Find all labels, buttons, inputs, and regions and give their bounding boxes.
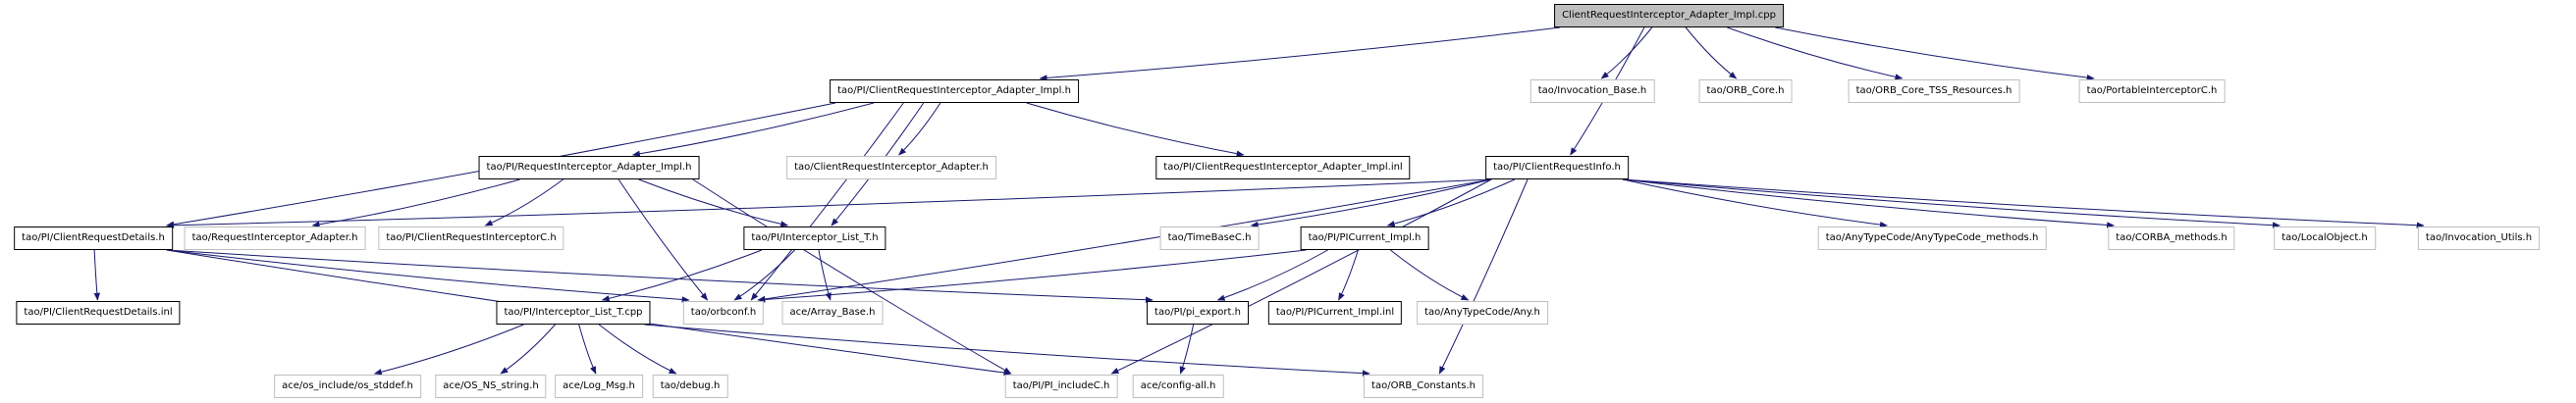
node-tao-anytypecode-anytypecode-methods-h: tao/AnyTypeCode/AnyTypeCode_methods.h [1817,227,2047,250]
node-tao-portableinterceptorc-h: tao/PortableInterceptorC.h [2078,79,2226,103]
node-tao-timebasec-h: tao/TimeBaseC.h [1159,227,1260,250]
node-ace-array-base-h: ace/Array_Base.h [781,301,884,325]
node-tao-orbconf-h: tao/orbconf.h [682,301,765,325]
node-ace-config-all-h: ace/config-all.h [1132,375,1224,398]
node-ace-os-ns-string-h: ace/OS_NS_string.h [435,375,547,398]
node-tao-orb-constants-h: tao/ORB_Constants.h [1364,375,1483,398]
node-tao-invocation-utils-h: tao/Invocation_Utils.h [2417,227,2541,250]
node-tao-pi-pi-export-h[interactable]: tao/PI/pi_export.h [1147,301,1249,325]
node-tao-requestinterceptor-adapter-h: tao/RequestInterceptor_Adapter.h [184,227,366,250]
node-tao-debug-h: tao/debug.h [652,375,728,398]
node-tao-pi-clientrequestinfo-h[interactable]: tao/PI/ClientRequestInfo.h [1485,156,1629,179]
node-tao-orb-core-h: tao/ORB_Core.h [1698,79,1793,103]
node-tao-clientrequestinterceptor-adapter-h: tao/ClientRequestInterceptor_Adapter.h [786,156,996,179]
node-tao-pi-clientrequestdetails-h[interactable]: tao/PI/ClientRequestDetails.h [14,227,173,250]
node-tao-anytypecode-any-h: tao/AnyTypeCode/Any.h [1417,301,1548,325]
node-tao-corba-methods-h: tao/CORBA_methods.h [2108,227,2235,250]
node-tao-pi-clientrequestdetails-inl[interactable]: tao/PI/ClientRequestDetails.inl [16,301,181,325]
node-tao-pi-picurrent-impl-h[interactable]: tao/PI/PICurrent_Impl.h [1300,227,1429,250]
node-tao-orb-core-tss-resources-h: tao/ORB_Core_TSS_Resources.h [1848,79,2020,103]
node-tao-pi-picurrent-impl-inl[interactable]: tao/PI/PICurrent_Impl.inl [1267,301,1403,325]
node-tao-invocation-base-h: tao/Invocation_Base.h [1530,79,1655,103]
node-tao-pi-interceptor-list-t-h[interactable]: tao/PI/Interceptor_List_T.h [743,227,886,250]
node-tao-pi-clientrequestinterceptor-adapter-impl-h[interactable]: tao/PI/ClientRequestInterceptor_Adapter_… [830,79,1079,103]
node-tao-pi-pi-includec-h: tao/PI/PI_includeC.h [1004,375,1118,398]
node-tao-pi-requestinterceptor-adapter-impl-h[interactable]: tao/PI/RequestInterceptor_Adapter_Impl.h [478,156,700,179]
node-tao-pi-clientrequestinterceptorc-h: tao/PI/ClientRequestInterceptorC.h [378,227,564,250]
node-tao-localobject-h: tao/LocalObject.h [2274,227,2376,250]
node-ace-os-include-os-stddef-h: ace/os_include/os_stddef.h [274,375,421,398]
node-ace-log-msg-h: ace/Log_Msg.h [555,375,643,398]
node-tao-pi-clientrequestinterceptor-adapter-impl-inl[interactable]: tao/PI/ClientRequestInterceptor_Adapter_… [1155,156,1411,179]
node-clientrequestinterceptor-adapter-impl-cpp: ClientRequestInterceptor_Adapter_Impl.cp… [1554,4,1784,27]
dependency-arrows [93,26,2425,377]
node-tao-pi-interceptor-list-t-cpp[interactable]: tao/PI/Interceptor_List_T.cpp [496,301,651,325]
